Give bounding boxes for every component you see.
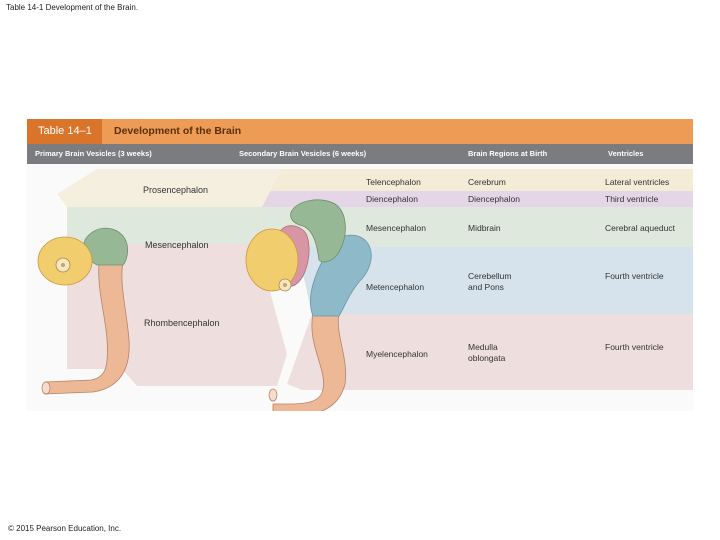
cell-midbrain: Midbrain	[468, 223, 501, 233]
secondary-optic-dot	[283, 283, 287, 287]
cell-metencephalon: Metencephalon	[366, 282, 425, 292]
primary-hindbrain-tube	[44, 261, 130, 395]
secondary-mesencephalon	[290, 199, 346, 263]
band-prosencephalon	[57, 169, 282, 207]
label-rhombencephalon: Rhombencephalon	[144, 318, 220, 328]
primary-optic-dot	[61, 263, 65, 267]
cell-mesencephalon-secondary: Mesencephalon	[366, 223, 427, 233]
cell-myelencephalon: Myelencephalon	[366, 349, 428, 359]
column-header-row: Primary Brain Vesicles (3 weeks) Seconda…	[27, 144, 693, 164]
secondary-spinal-tube	[272, 313, 347, 411]
cell-cerebrum: Cerebrum	[468, 177, 506, 187]
cell-diencephalon-region: Diencephalon	[468, 194, 520, 204]
brain-diagram	[37, 169, 693, 411]
cell-medulla-line2: oblongata	[468, 353, 506, 363]
cell-cerebellum-pons-line1: Cerebellum	[468, 271, 512, 281]
label-mesencephalon-primary: Mesencephalon	[145, 240, 209, 250]
table-title: Development of the Brain	[114, 125, 242, 137]
primary-tube-end	[41, 381, 51, 395]
cell-fourth-ventricle-1: Fourth ventricle	[605, 271, 664, 281]
secondary-tube-end	[268, 388, 278, 402]
development-table: Table 14–1 Development of the Brain Prim…	[27, 119, 693, 411]
column-header-primary: Primary Brain Vesicles (3 weeks)	[35, 149, 152, 158]
band-myelencephalon	[287, 314, 693, 390]
band-diencephalon	[257, 191, 693, 207]
band-mesencephalon	[257, 207, 693, 247]
cell-third-ventricle: Third ventricle	[605, 194, 659, 204]
column-header-secondary: Secondary Brain Vesicles (6 weeks)	[239, 149, 367, 158]
band-telencephalon	[262, 169, 693, 191]
cell-cerebral-aqueduct: Cerebral aqueduct	[605, 223, 675, 233]
column-header-ventricles: Ventricles	[608, 149, 644, 158]
table-body: Prosencephalon Mesencephalon Rhombenceph…	[27, 164, 693, 411]
slide-title: Table 14-1 Development of the Brain.	[6, 3, 139, 12]
band-metencephalon	[297, 247, 693, 314]
cell-telencephalon: Telencephalon	[366, 177, 421, 187]
secondary-telencephalon	[245, 228, 299, 292]
cell-fourth-ventricle-2: Fourth ventricle	[605, 342, 664, 352]
cell-lateral-ventricles: Lateral ventricles	[605, 177, 670, 187]
copyright-footer: © 2015 Pearson Education, Inc.	[8, 524, 122, 533]
cell-medulla-line1: Medulla	[468, 342, 498, 352]
label-prosencephalon: Prosencephalon	[143, 185, 209, 195]
table-number-tag: Table 14–1	[27, 119, 102, 144]
cell-diencephalon-secondary: Diencephalon	[366, 194, 418, 204]
cell-cerebellum-pons-line2: and Pons	[468, 282, 504, 292]
table-header: Table 14–1 Development of the Brain	[27, 119, 693, 144]
column-header-regions: Brain Regions at Birth	[468, 149, 548, 158]
